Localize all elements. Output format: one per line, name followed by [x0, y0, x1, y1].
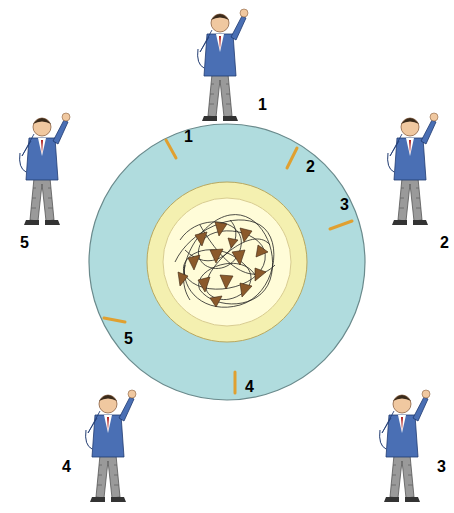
fork-number: 2	[306, 158, 315, 176]
fork-number: 4	[245, 378, 254, 396]
philosopher-number: 2	[440, 234, 449, 252]
philosopher-number: 5	[20, 234, 29, 252]
philosopher-number: 1	[258, 96, 267, 114]
philosopher-number: 3	[437, 458, 446, 476]
fork-number: 1	[184, 128, 193, 146]
fork-number: 5	[124, 330, 133, 348]
philosopher-number: 4	[62, 458, 71, 476]
fork-number: 3	[340, 196, 349, 214]
